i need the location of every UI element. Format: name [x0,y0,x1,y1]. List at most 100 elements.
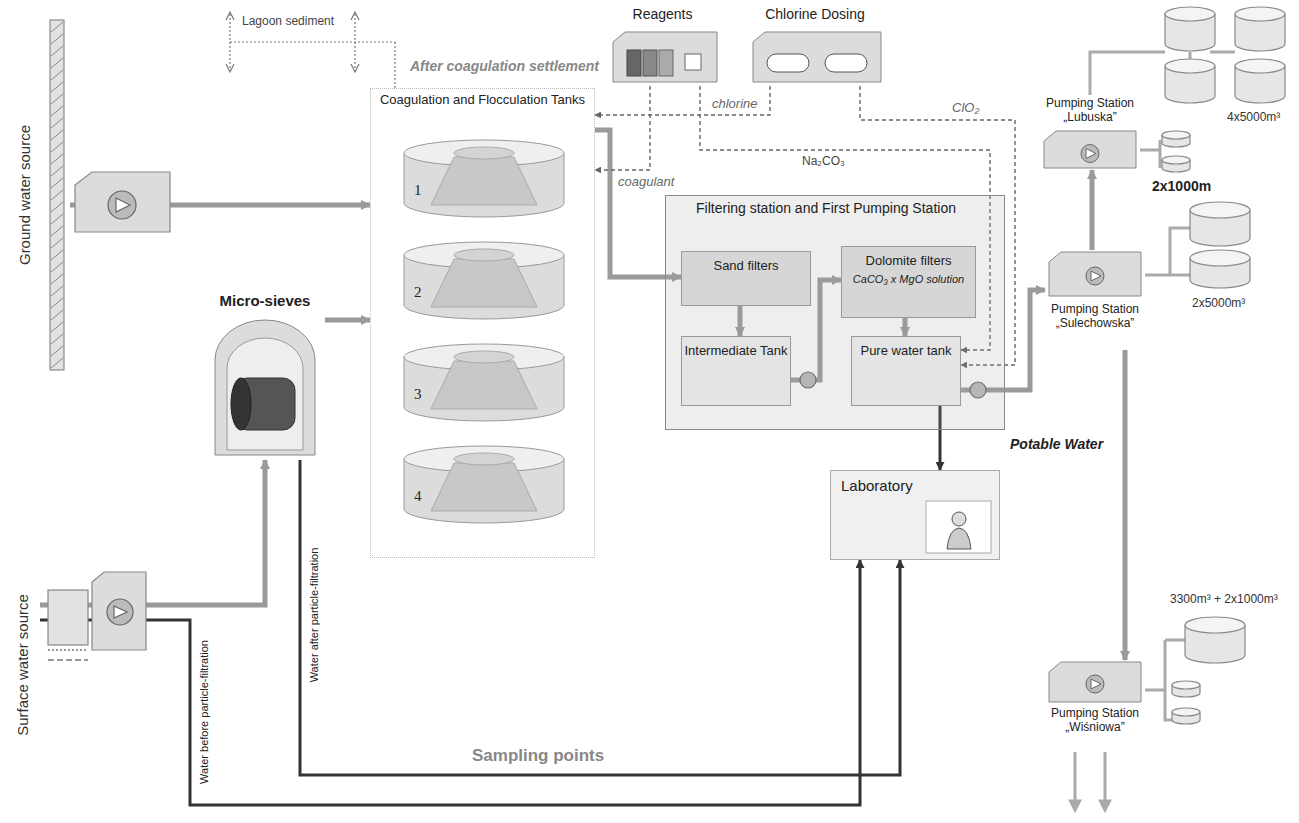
pipe [1145,228,1190,275]
node-title: Pure water tank [852,337,960,359]
pure-water-tank: Pure water tank [851,336,961,406]
gas-cylinder [767,54,809,72]
water-pipe [325,318,370,323]
dotted-line [394,42,395,88]
tank-group: Coagulation and Flocculation Tanks1234 [370,88,595,558]
tank-cone [431,361,537,409]
reagent-store: Reagents [605,6,720,86]
node-illustration [399,443,569,528]
hatch-line [51,310,63,320]
pump-arrow [1086,149,1096,159]
node-title: Micro-sieves [205,290,325,310]
pumping-station: Pumping Station „Sulechowska” [1045,250,1145,350]
dotted-line [230,41,395,42]
reservoir [1165,59,1215,73]
building [75,172,170,232]
hatch-line [51,154,63,164]
person-head [952,512,966,526]
hatch-line [51,82,63,92]
outlet-pipe [1075,752,1105,805]
node-title: Chlorine Dosing [745,6,885,23]
node-title: Pumping Station „Sulechowska” [1045,250,1145,331]
reservoir [1190,250,1250,266]
edge-label: Water after particle-filtration [308,546,321,685]
water-level [48,649,88,650]
person-body [947,528,971,549]
reservoir [1165,7,1215,21]
lagoon-lines [226,12,395,88]
hatch-line [51,238,63,248]
capacity-label: 4x5000m³ [1225,110,1282,124]
hatch-line [51,214,63,224]
building [1044,131,1136,168]
node-title: Reagents [605,6,720,23]
pump-symbol [1081,145,1099,163]
reagent-box [659,50,673,76]
well-wall [50,20,64,370]
hatch-line [51,274,63,284]
flocculation-tank: 1 [399,137,569,222]
water-level [48,659,88,660]
edge-label: chlorine [710,96,760,112]
water-pipe [1090,170,1095,250]
filter-station: Filtering station and First Pumping Stat… [665,195,1005,430]
node-title: 4 [414,487,422,505]
dolomite-filter: Dolomite filtersCaCO₃ x MgO solution [841,246,976,318]
reservoir [1172,708,1200,716]
hatch-line [51,178,63,188]
reagent-box [685,54,701,70]
pump-arrow [1091,679,1101,689]
note-label: Lagoon sediment [240,14,336,28]
edge-label: ClO₂ [950,100,981,116]
reservoir [1162,131,1190,139]
laboratory-room: Laboratory [830,470,1000,560]
hatch-line [51,166,63,176]
hatch-line [51,118,63,128]
hatch-line [51,58,63,68]
node-title: 3 [414,385,422,403]
node-title: Ground water source [16,125,34,265]
node-title: Intermediate Tank [682,337,790,359]
node-title: Pumping Station „Wiśniowa” [1045,660,1145,735]
note-label: Sampling points [470,746,606,766]
flocculation-tank: 3 [399,341,569,426]
hatch-line [51,106,63,116]
reservoirs-sulechowska [1145,202,1250,288]
arrow-head [1069,800,1111,812]
reservoir [1162,156,1190,164]
building [613,32,717,82]
hatch-line [51,34,63,44]
pump-arrow [116,198,130,212]
chlorine-dosing-house: Chlorine Dosing [745,6,885,86]
node-title: Sand filters [682,252,810,274]
hatch-line [51,202,63,212]
capacity-label: 3300m³ + 2x1000m³ [1168,592,1280,606]
building [753,32,881,82]
hatch-line [51,22,63,32]
building [48,590,88,645]
node-illustration [205,290,325,460]
node-title: Coagulation and Flocculation Tanks [371,89,594,111]
note-label: After coagulation settlement [408,58,601,75]
hatch-line [51,346,63,356]
hatch-line [51,46,63,56]
sieve-house [215,320,315,455]
reservoir [1235,7,1285,21]
hatch-line [51,298,63,308]
tank-cone [431,157,537,205]
edge-label: coagulant [616,174,676,190]
hatch-line [51,262,63,272]
pumping-station: Pumping Station „Lubuska” [1040,95,1140,170]
hatch-line [51,94,63,104]
node-note: CaCO₃ x MgO solution [842,269,975,286]
sampling-line [300,460,900,775]
pump-symbol [1086,675,1104,693]
edge-label: Na₂CO₃ [800,154,847,168]
node-title: Pumping Station „Lubuska” [1040,95,1140,126]
edge-label: Potable Water [1008,436,1105,453]
node-illustration [399,341,569,426]
reservoir [1172,681,1200,689]
edge-label: Water before particle-filtration [198,638,211,786]
hatch-line [51,142,63,152]
building [1049,662,1141,702]
